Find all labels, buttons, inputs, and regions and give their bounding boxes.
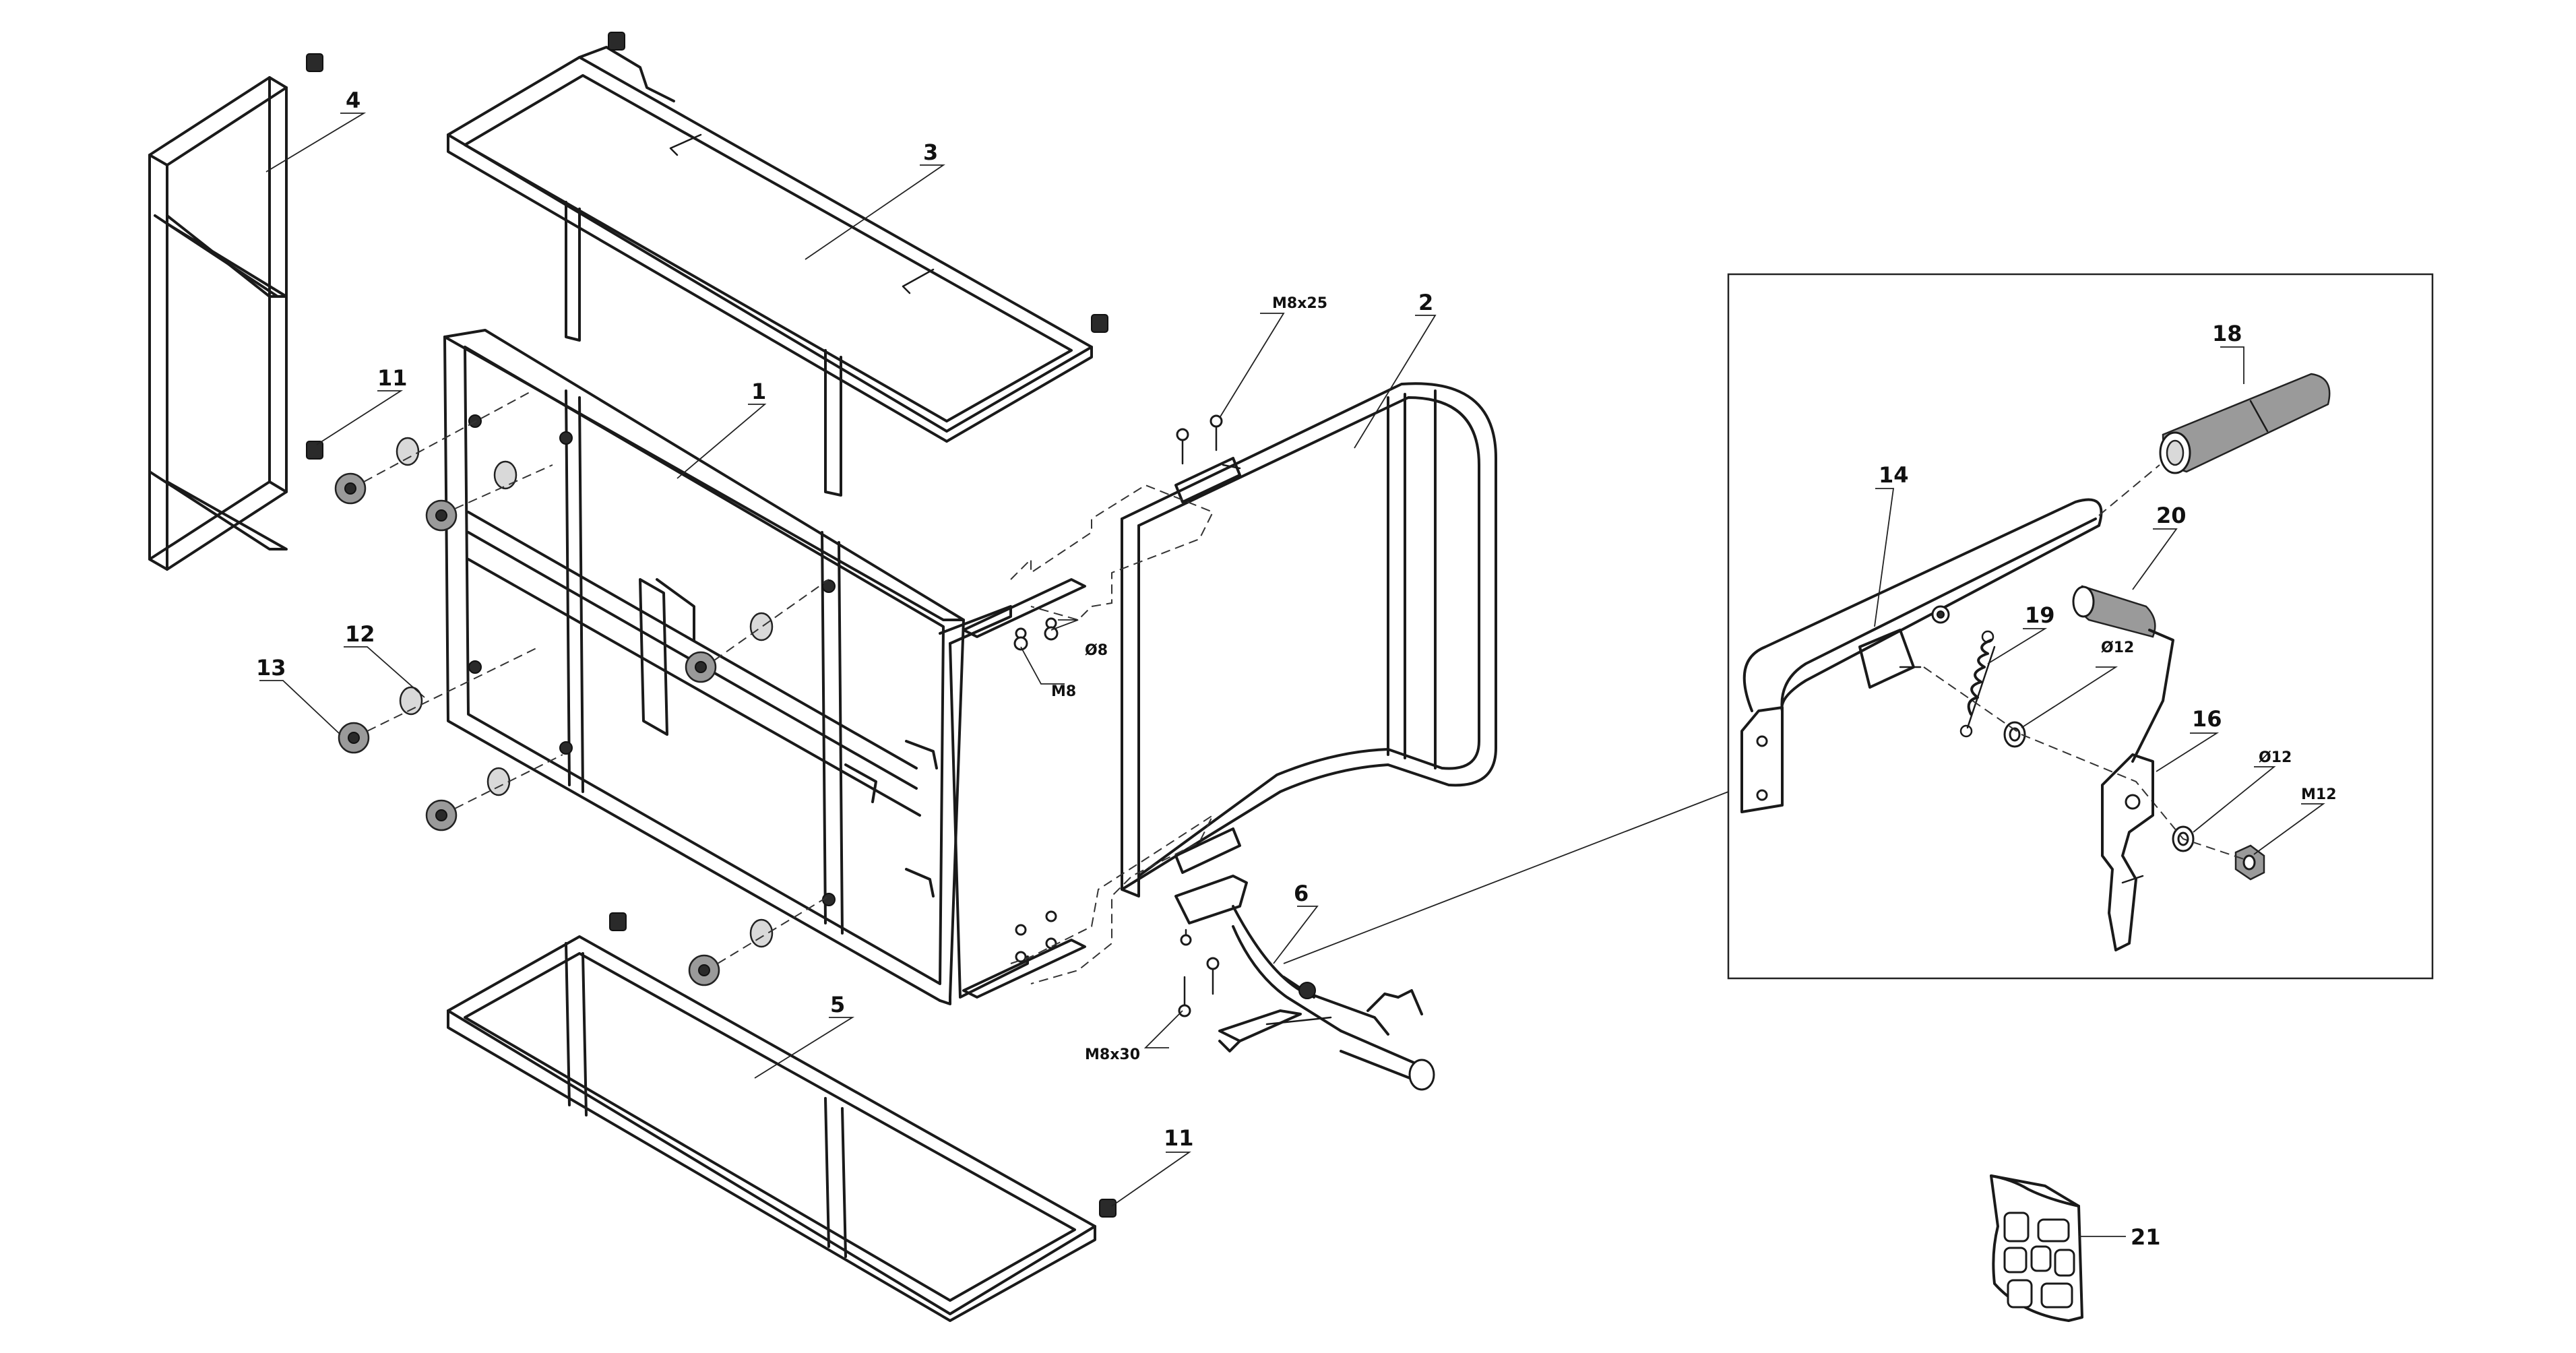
label-m8x30: M8x30 [1085, 1046, 1140, 1063]
part-2-gate-frame [1121, 382, 1497, 898]
label-19: 19 [2025, 602, 2055, 628]
label-12: 12 [345, 621, 375, 647]
part-20-knob-handle [2072, 585, 2174, 763]
label-11-bottom: 11 [1164, 1125, 1194, 1151]
knob-13 [338, 722, 370, 754]
label-6: 6 [1294, 881, 1309, 906]
part-21-sticker-sheet [1990, 1174, 2126, 1322]
label-3: 3 [923, 139, 938, 165]
knob-13 [685, 651, 717, 683]
part-14-handle-bar [1740, 498, 2103, 813]
part-labels: 4 3 1 2 M8x25 11 12 13 Ø8 M8 6 5 M8x30 1… [256, 88, 2337, 1250]
label-20: 20 [2156, 503, 2187, 528]
label-m8: M8 [1051, 683, 1076, 700]
label-4: 4 [346, 88, 360, 113]
knob-13 [334, 472, 367, 505]
label-m8x25: M8x25 [1272, 295, 1327, 312]
part-19-spring [1959, 630, 1996, 738]
part-1-main-frame [443, 329, 1029, 1005]
part-5-bottom-frame [447, 912, 1117, 1322]
label-14: 14 [1879, 462, 1909, 488]
knob-13 [688, 954, 720, 986]
label-21: 21 [2131, 1224, 2161, 1250]
part-6-latch-assembly [1174, 875, 1435, 1091]
part-4-side-frame [148, 53, 323, 571]
label-1: 1 [751, 379, 766, 404]
label-5: 5 [830, 992, 845, 1017]
label-m12: M12 [2301, 786, 2337, 803]
label-d8: Ø8 [1085, 642, 1108, 659]
part-18-grip-sleeve [2159, 373, 2331, 474]
part-16-latch-plate [2101, 753, 2154, 951]
label-16: 16 [2192, 706, 2222, 732]
hinge-dashed-outline [1010, 484, 1215, 984]
label-11-top: 11 [377, 365, 408, 391]
label-18: 18 [2212, 321, 2242, 346]
bolt-group [1013, 414, 1223, 1017]
label-d12-lower: Ø12 [2259, 749, 2292, 766]
knob-and-spring-set [306, 390, 829, 986]
detail-inset [1283, 273, 2434, 980]
part-3-top-frame [447, 32, 1108, 497]
knob-13 [425, 499, 458, 532]
leader-lines [259, 113, 1437, 1207]
label-2: 2 [1418, 290, 1433, 315]
label-13: 13 [256, 655, 286, 681]
knob-13 [425, 799, 458, 831]
label-d12-upper: Ø12 [2101, 639, 2134, 656]
